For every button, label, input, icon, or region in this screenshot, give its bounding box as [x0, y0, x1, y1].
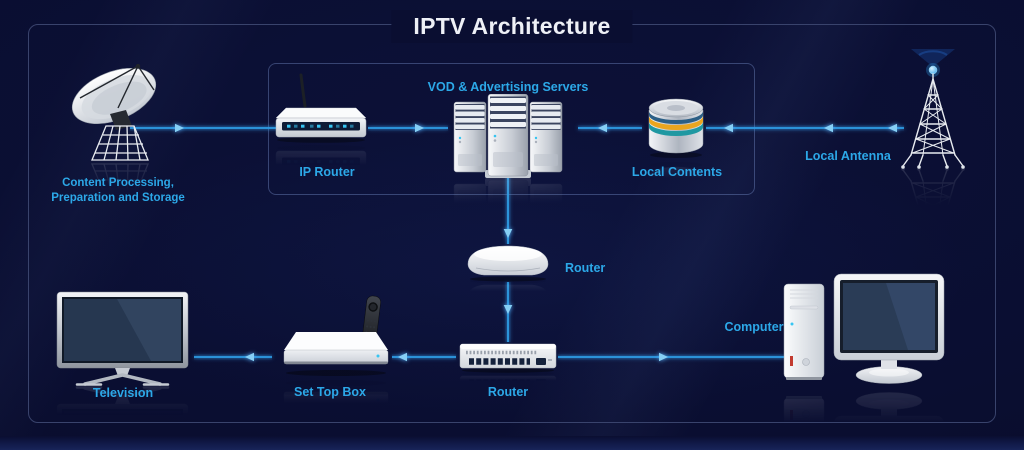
television-label: Television [92, 386, 154, 400]
local-contents-database-icon [646, 98, 706, 162]
bottom-gradient-band [0, 436, 1024, 450]
satellite-dish-icon [66, 64, 176, 164]
local-antenna-tower-icon [885, 45, 981, 170]
distribution-router-label: Router [565, 261, 606, 275]
content-processing-label-line2: Preparation and Storage [51, 192, 185, 204]
diagram-title: IPTV Architecture [391, 10, 633, 43]
set-top-box-icon [280, 294, 392, 380]
distribution-router-icon [458, 240, 558, 282]
computer-label: Computer [724, 320, 784, 334]
content-processing-label-line1: Content Processing, [62, 177, 174, 189]
television-icon [55, 290, 190, 388]
headend-group-box [268, 63, 755, 195]
computer-icon [778, 272, 948, 390]
vod-servers-icon [450, 94, 566, 180]
content-processing-label: Content Processing, Preparation and Stor… [51, 176, 185, 206]
vod-servers-label: VOD & Advertising Servers [427, 80, 589, 94]
access-router-label: Router [487, 385, 529, 399]
local-contents-label: Local Contents [631, 165, 723, 179]
ip-router-icon [274, 72, 368, 146]
ip-router-label: IP Router [299, 165, 355, 179]
local-antenna-label: Local Antenna [805, 149, 891, 163]
set-top-box-label: Set Top Box [294, 385, 366, 399]
access-router-icon [458, 340, 558, 374]
